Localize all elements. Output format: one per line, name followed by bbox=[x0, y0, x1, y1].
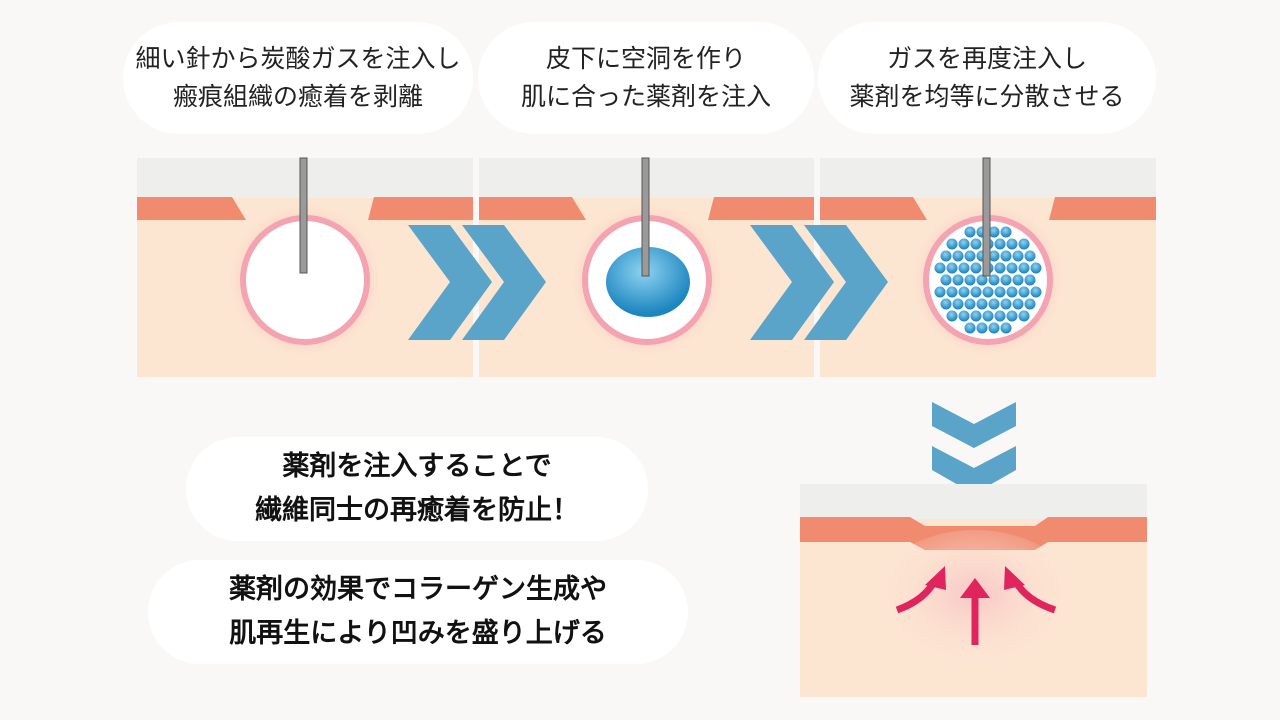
chevron-right-icon bbox=[408, 225, 888, 340]
note-prevent-readhesion: 薬剤を注入することで 繊維同士の再癒着を防止！ bbox=[186, 437, 648, 541]
drug-particle bbox=[1012, 274, 1024, 286]
drug-particle bbox=[976, 298, 988, 310]
drug-particle bbox=[940, 274, 952, 286]
needle-icon bbox=[641, 157, 650, 277]
drug-particle bbox=[1012, 298, 1024, 310]
drug-particle bbox=[1000, 226, 1012, 238]
drug-particle bbox=[976, 322, 988, 334]
drug-particle bbox=[1018, 262, 1030, 274]
drug-particle bbox=[1018, 310, 1030, 322]
drug-particle bbox=[940, 250, 952, 262]
drug-particle bbox=[994, 310, 1006, 322]
drug-particle bbox=[1006, 238, 1018, 250]
drug-particle bbox=[988, 250, 1000, 262]
drug-particle bbox=[988, 322, 1000, 334]
drug-particle bbox=[976, 274, 988, 286]
drug-particle bbox=[1000, 274, 1012, 286]
drug-particle bbox=[970, 310, 982, 322]
drug-particle bbox=[1000, 298, 1012, 310]
drug-particle bbox=[1024, 250, 1036, 262]
drug-particle bbox=[982, 310, 994, 322]
drug-particle bbox=[958, 238, 970, 250]
panel-1 bbox=[137, 157, 473, 377]
drug-particle bbox=[964, 322, 976, 334]
drug-particle bbox=[1006, 286, 1018, 298]
step-2-caption: 皮下に空洞を作り 肌に合った薬剤を注入 bbox=[478, 22, 814, 134]
drug-particle bbox=[988, 226, 1000, 238]
drug-particle bbox=[952, 274, 964, 286]
drug-particle bbox=[964, 274, 976, 286]
note-2-line2: 肌再生により凹みを盛り上げる bbox=[229, 618, 607, 649]
step-1-line2: 瘢痕組織の癒着を剥離 bbox=[172, 82, 423, 111]
drug-particle bbox=[970, 238, 982, 250]
drug-particle bbox=[940, 298, 952, 310]
drug-particle bbox=[970, 286, 982, 298]
step-2-line2: 肌に合った薬剤を注入 bbox=[520, 82, 771, 111]
drug-particle bbox=[1024, 274, 1036, 286]
drug-particle bbox=[946, 310, 958, 322]
step-2-line1: 皮下に空洞を作り bbox=[545, 44, 746, 73]
step-3-line1: ガスを再度注入し bbox=[886, 44, 1087, 73]
drug-particle bbox=[994, 286, 1006, 298]
result-panel bbox=[800, 484, 1147, 697]
drug-particle bbox=[958, 310, 970, 322]
needle-icon bbox=[299, 157, 308, 274]
drug-particle bbox=[964, 226, 976, 238]
drug-particle bbox=[964, 298, 976, 310]
drug-particle bbox=[946, 262, 958, 274]
drug-particle bbox=[964, 250, 976, 262]
drug-particle bbox=[946, 286, 958, 298]
drug-particle bbox=[988, 298, 1000, 310]
note-1-line2: 繊維同士の再癒着を防止！ bbox=[255, 495, 579, 526]
drug-particle bbox=[934, 286, 946, 298]
needle-icon bbox=[982, 157, 991, 277]
step-3-caption: ガスを再度注入し 薬剤を均等に分散させる bbox=[818, 22, 1156, 134]
drug-particle bbox=[1030, 286, 1042, 298]
drug-particle bbox=[1030, 262, 1042, 274]
drug-particle bbox=[958, 286, 970, 298]
drug-blob bbox=[606, 247, 690, 317]
drug-particle bbox=[952, 298, 964, 310]
drug-particles bbox=[934, 226, 1042, 334]
drug-particle bbox=[946, 238, 958, 250]
chevron-down-icon bbox=[932, 402, 1016, 494]
drug-particle bbox=[1006, 310, 1018, 322]
drug-particle bbox=[1012, 250, 1024, 262]
drug-particle bbox=[1000, 322, 1012, 334]
step-1-line1: 細い針から炭酸ガスを注入し bbox=[135, 44, 461, 73]
drug-particle bbox=[994, 262, 1006, 274]
drug-particle bbox=[994, 238, 1006, 250]
drug-particle bbox=[1024, 298, 1036, 310]
drug-particle bbox=[952, 250, 964, 262]
drug-particle bbox=[1006, 262, 1018, 274]
step-1-caption: 細い針から炭酸ガスを注入し 瘢痕組織の癒着を剥離 bbox=[123, 22, 473, 134]
drug-particle bbox=[934, 262, 946, 274]
step-3-line2: 薬剤を均等に分散させる bbox=[849, 82, 1125, 111]
drug-particle bbox=[1018, 238, 1030, 250]
drug-particle bbox=[1000, 250, 1012, 262]
drug-particle bbox=[970, 262, 982, 274]
drug-particle bbox=[982, 286, 994, 298]
drug-particle bbox=[988, 274, 1000, 286]
note-1-line1: 薬剤を注入することで bbox=[282, 451, 552, 482]
drug-particle bbox=[958, 262, 970, 274]
drug-particle bbox=[1018, 286, 1030, 298]
note-collagen: 薬剤の効果でコラーゲン生成や 肌再生により凹みを盛り上げる bbox=[148, 560, 688, 664]
note-2-line1: 薬剤の効果でコラーゲン生成や bbox=[229, 574, 607, 605]
